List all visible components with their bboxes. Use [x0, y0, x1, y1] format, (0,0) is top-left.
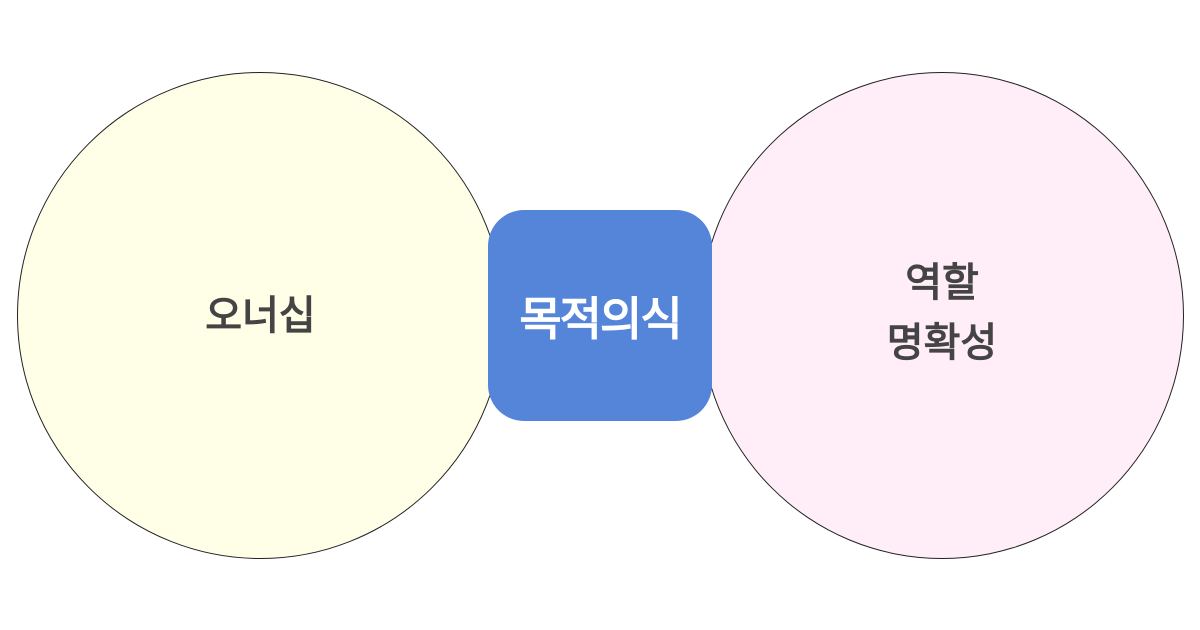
role-clarity-label-line1: 역할: [905, 259, 979, 306]
purpose-box: 목적의식: [488, 210, 712, 421]
role-clarity-circle: 역할 명확성: [700, 72, 1184, 559]
ownership-circle: 오너십: [17, 72, 504, 559]
purpose-label: 목적의식: [519, 291, 682, 346]
ownership-label: 오너십: [205, 292, 316, 339]
role-clarity-label-line2: 명확성: [886, 319, 998, 366]
